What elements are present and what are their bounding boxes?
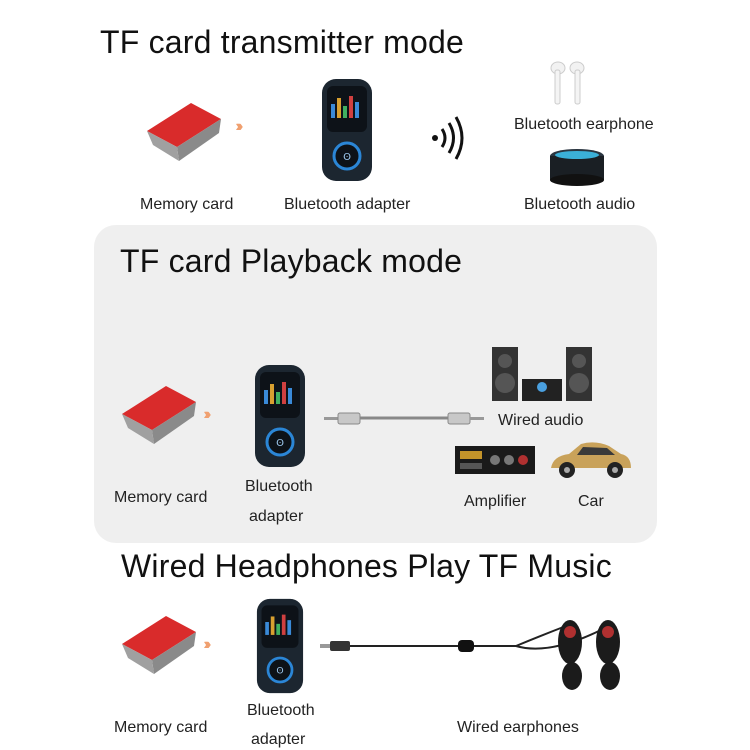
memory-card-icon bbox=[122, 616, 196, 674]
headphones-title: Wired Headphones Play TF Music bbox=[121, 548, 612, 584]
adapter-label-line2: adapter bbox=[249, 508, 304, 525]
airpods-icon bbox=[548, 60, 588, 106]
playback-title: TF card Playback mode bbox=[120, 243, 463, 279]
car-label: Car bbox=[578, 493, 604, 510]
memory-card-icon bbox=[122, 386, 196, 444]
adapter-label-line1: Bluetooth bbox=[247, 702, 315, 719]
amplifier-label: Amplifier bbox=[464, 493, 527, 510]
memory-card-label: Memory card bbox=[140, 196, 234, 213]
bluetooth-adapter-icon: ʘ bbox=[321, 78, 373, 182]
svg-text:ʘ: ʘ bbox=[343, 152, 351, 163]
memory-card-label: Memory card bbox=[114, 719, 208, 736]
memory-card-label: Memory card bbox=[114, 489, 208, 506]
adapter-label-line2: adapter bbox=[251, 731, 306, 748]
bluetooth-adapter-icon: ʘ bbox=[254, 364, 306, 468]
svg-text:ʘ: ʘ bbox=[276, 438, 284, 449]
transmitter-title: TF card transmitter mode bbox=[100, 24, 465, 60]
svg-text:ʘ: ʘ bbox=[276, 666, 283, 677]
playback-panel bbox=[94, 225, 657, 543]
earphones-label: Wired earphones bbox=[457, 719, 579, 736]
hifi-stereo-icon bbox=[492, 345, 592, 405]
earphone-label: Bluetooth earphone bbox=[514, 116, 654, 133]
bluetooth-adapter-icon: ʘ bbox=[254, 598, 306, 694]
aux-cable-icon bbox=[324, 408, 484, 428]
wired-audio-label: Wired audio bbox=[498, 412, 584, 429]
memory-card-icon bbox=[147, 103, 221, 161]
adapter-label: Bluetooth adapter bbox=[284, 196, 411, 213]
amplifier-icon bbox=[455, 446, 535, 474]
audio-label: Bluetooth audio bbox=[524, 196, 636, 213]
adapter-label-line1: Bluetooth bbox=[245, 478, 313, 495]
car-icon bbox=[547, 440, 633, 480]
smart-speaker-icon bbox=[548, 148, 606, 186]
wireless-signal-icon bbox=[430, 116, 470, 160]
wired-earphones-icon bbox=[320, 606, 720, 696]
